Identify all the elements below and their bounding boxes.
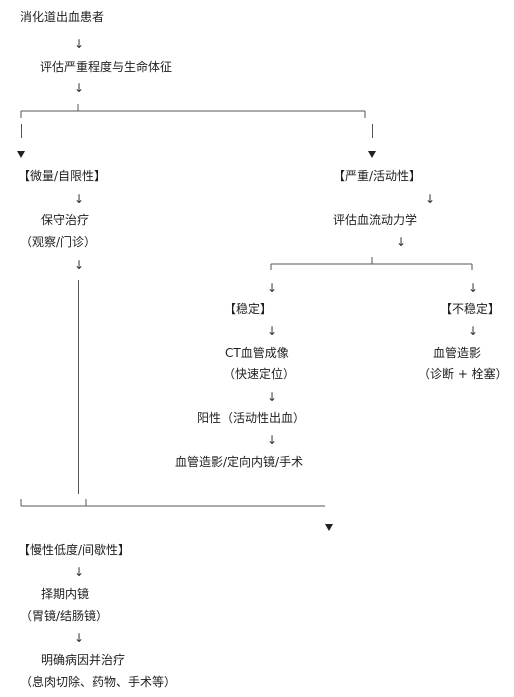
mild-down-connector (78, 280, 79, 494)
arrow-unstable-action: ↓ (468, 324, 479, 338)
left-branch-bar (21, 124, 22, 138)
chronic-action-note: （胃镜/结肠镜） (20, 609, 109, 623)
arrow-mild-treat: ↓ (74, 192, 85, 206)
mild-label: 【微量/自限性】 (18, 169, 107, 183)
unstable-action-note: （诊断 + 栓塞） (418, 367, 508, 381)
severe-label: 【严重/活动性】 (333, 169, 422, 183)
chronic-label: 【慢性低度/间歇性】 (18, 543, 131, 557)
chronic-final-note: （息肉切除、药物、手术等） (20, 675, 177, 689)
arrow-start-assess: ↓ (74, 37, 85, 51)
stable-label: 【稳定】 (224, 302, 273, 316)
arrow-chronic-action: ↓ (74, 565, 85, 579)
arrow-severe-branch: ↓ (396, 235, 407, 249)
arrow-chronic-final: ↓ (74, 631, 85, 645)
chronic-final: 明确病因并治疗 (41, 653, 126, 667)
stable-positive: 阳性（活动性出血） (197, 411, 306, 425)
mild-treat-note: （观察/门诊） (20, 235, 97, 249)
merge-arrowhead (325, 524, 333, 531)
assess-node: 评估严重程度与生命体征 (40, 60, 173, 74)
stable-action: 血管造影/定向内镜/手术 (175, 455, 304, 469)
arrow-imaging-positive: ↓ (267, 390, 278, 404)
chronic-action: 择期内镜 (41, 587, 90, 601)
severe-assess: 评估血流动力学 (333, 213, 418, 227)
arrow-assess-branch: ↓ (74, 81, 85, 95)
unstable-label: 【不稳定】 (440, 302, 501, 316)
unstable-action: 血管造影 (433, 346, 482, 360)
right-branch-bar (372, 124, 373, 138)
arrow-stable-imaging: ↓ (267, 324, 278, 338)
left-branch-arrowhead (17, 151, 25, 158)
stable-imaging-note: （快速定位） (223, 367, 296, 381)
stable-imaging: CT血管成像 (225, 346, 289, 360)
start-node: 消化道出血患者 (20, 10, 105, 24)
arrow-mild-down: ↓ (74, 258, 85, 272)
arrow-positive-action: ↓ (267, 433, 278, 447)
mild-treat: 保守治疗 (41, 213, 90, 227)
arrow-to-unstable: ↓ (468, 281, 479, 295)
arrow-to-stable: ↓ (267, 281, 278, 295)
right-branch-arrowhead (368, 151, 376, 158)
arrow-severe-assess: ↓ (425, 192, 436, 206)
